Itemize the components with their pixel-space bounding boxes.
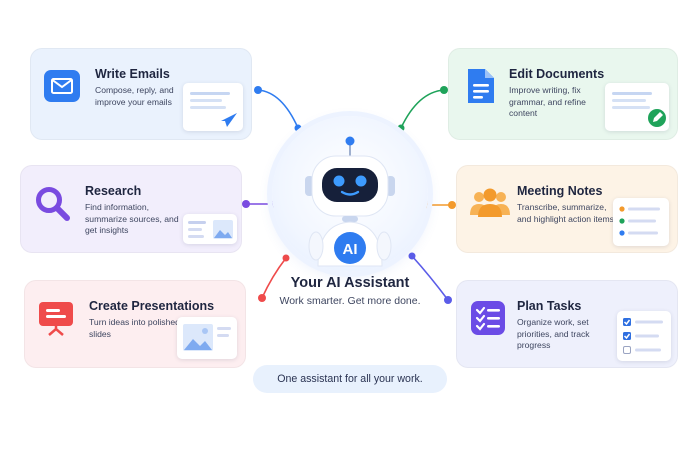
- card-title: Meeting Notes: [517, 184, 603, 198]
- card-title: Edit Documents: [509, 67, 605, 81]
- link-dot-notes-a: [448, 201, 456, 209]
- image-icon: [188, 220, 233, 239]
- card-description: Turn ideas into polished slides: [89, 317, 180, 339]
- card-write-emails[interactable]: Write Emails Compose, reply, and improve…: [30, 48, 252, 140]
- tasks-preview-thumbnail: [617, 311, 671, 361]
- card-research[interactable]: Research Find information, summarize sou…: [20, 165, 242, 253]
- hub-subtitle: Work smarter. Get more done.: [279, 295, 421, 307]
- link-dot-email-a: [254, 86, 262, 94]
- card-title: Write Emails: [95, 67, 170, 81]
- link-dot-research-a: [242, 200, 250, 208]
- magnifier-icon: [36, 187, 70, 221]
- card-description: Find information, summarize sources, and…: [85, 202, 179, 235]
- send-icon: [190, 92, 237, 127]
- card-plan-tasks[interactable]: Plan Tasks Organize work, set priorities…: [456, 280, 678, 368]
- card-description: Improve writing, fix grammar, and refine…: [509, 85, 586, 118]
- card-title: Plan Tasks: [517, 299, 582, 313]
- notes-preview-thumbnail: [613, 198, 669, 246]
- slide-preview-thumbnail: [177, 317, 237, 359]
- assistant-hub[interactable]: AI: [272, 116, 428, 272]
- presentation-icon: [39, 302, 73, 336]
- card-edit-documents[interactable]: Edit Documents Improve writing, fix gram…: [448, 48, 678, 140]
- card-meeting-notes[interactable]: Meeting Notes Transcribe, summarize, and…: [456, 165, 678, 253]
- email-preview-thumbnail: [183, 83, 243, 131]
- card-title: Research: [85, 184, 142, 198]
- research-preview-thumbnail: [183, 214, 237, 244]
- hub-title: Your AI Assistant: [290, 275, 410, 291]
- checkbox-list-icon: [623, 318, 663, 354]
- bullet-list-icon: [619, 206, 660, 236]
- card-create-presentations[interactable]: Create Presentations Turn ideas into pol…: [24, 280, 246, 368]
- card-title: Create Presentations: [89, 299, 215, 313]
- document-preview-thumbnail: [605, 83, 669, 131]
- card-description: Organize work, set priorities, and track…: [517, 317, 590, 350]
- card-description: Compose, reply, and improve your emails: [95, 85, 174, 107]
- pencil-icon: [612, 92, 666, 127]
- link-dot-docs-a: [440, 86, 448, 94]
- checklist-icon: [471, 301, 505, 335]
- people-icon: [470, 188, 510, 217]
- card-description: Transcribe, summarize, and highlight act…: [517, 202, 614, 224]
- image-icon: [183, 324, 231, 351]
- tagline-pill: One assistant for all your work.: [253, 365, 447, 393]
- ai-badge-label: AI: [343, 241, 358, 258]
- mail-icon: [44, 70, 80, 102]
- robot-icon: AI: [305, 136, 395, 267]
- document-icon: [468, 69, 494, 103]
